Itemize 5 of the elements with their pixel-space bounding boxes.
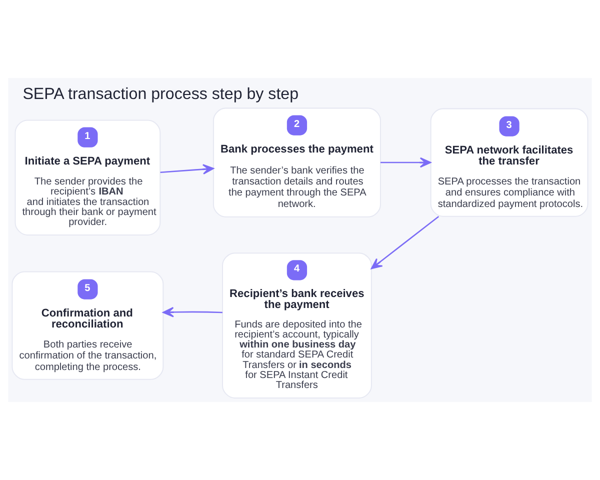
arrow <box>370 216 440 270</box>
arrow <box>162 306 222 318</box>
arrow <box>380 157 432 168</box>
diagram-title: SEPA transaction process step by step <box>22 84 299 103</box>
arrow <box>160 164 214 174</box>
